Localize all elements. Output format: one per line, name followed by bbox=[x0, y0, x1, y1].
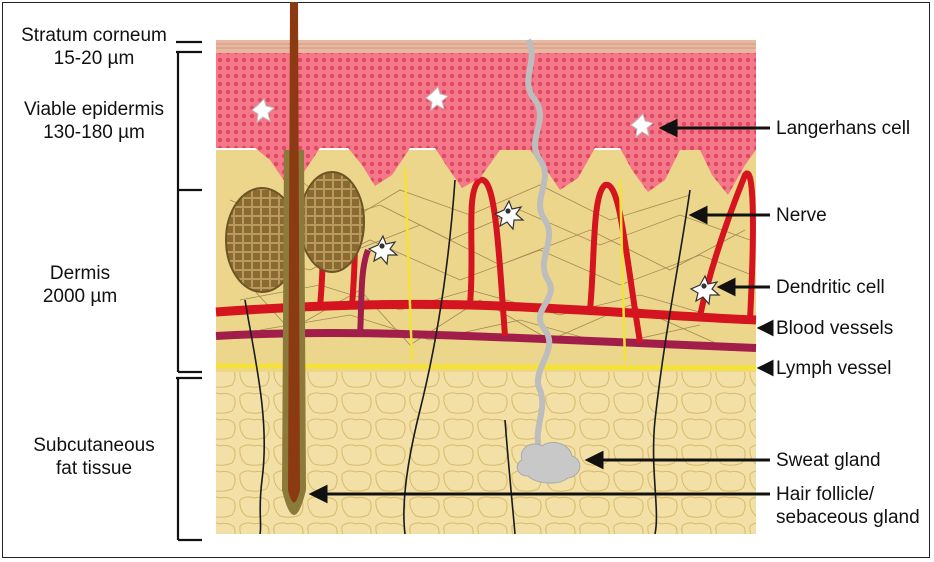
hair-follicle-line1: Hair follicle/ bbox=[776, 483, 920, 506]
sebaceous-gland-right bbox=[300, 172, 364, 272]
lymph-vessel-label: Lymph vessel bbox=[776, 357, 891, 380]
viable-epidermis-name: Viable epidermis bbox=[12, 98, 176, 121]
dermis-name: Dermis bbox=[14, 262, 146, 285]
subcutaneous-line2: fat tissue bbox=[14, 457, 174, 480]
dermis-label: Dermis 2000 µm bbox=[14, 262, 146, 308]
hair-shaft bbox=[288, 2, 300, 503]
hair-follicle-line2: sebaceous gland bbox=[776, 506, 920, 529]
stratum-corneum-label: Stratum corneum 15-20 µm bbox=[14, 24, 174, 70]
stratum-corneum-name: Stratum corneum bbox=[14, 24, 174, 47]
stratum-corneum-thickness: 15-20 µm bbox=[14, 47, 174, 70]
viable-epidermis-thickness: 130-180 µm bbox=[12, 121, 176, 144]
dermis-thickness: 2000 µm bbox=[14, 285, 146, 308]
langerhans-cell-label: Langerhans cell bbox=[776, 117, 910, 140]
subcutaneous-label: Subcutaneous fat tissue bbox=[14, 434, 174, 480]
nerve-label: Nerve bbox=[776, 204, 827, 227]
viable-epidermis-label: Viable epidermis 130-180 µm bbox=[12, 98, 176, 144]
layer-brackets bbox=[176, 42, 202, 540]
blood-vessels-label: Blood vessels bbox=[776, 317, 893, 340]
hair-follicle-label: Hair follicle/ sebaceous gland bbox=[776, 483, 920, 529]
subcutaneous-line1: Subcutaneous bbox=[14, 434, 174, 457]
dendritic-cell-label: Dendritic cell bbox=[776, 276, 885, 299]
sweat-gland-label: Sweat gland bbox=[776, 449, 881, 472]
